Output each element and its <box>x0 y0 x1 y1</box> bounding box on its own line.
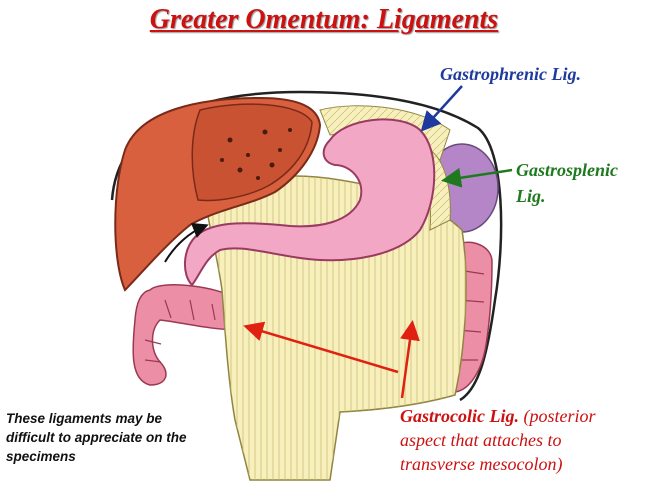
gastrocolic-arrow-up <box>400 320 420 399</box>
gastrocolic-desc-3: transverse mesocolon) <box>400 454 563 474</box>
gastrocolic-name: Gastrocolic Lig. <box>400 406 519 426</box>
gastrophrenic-label: Gastrophrenic Lig. <box>440 64 582 84</box>
specimen-note: These ligaments may be difficult to appr… <box>6 411 187 464</box>
gastrosplenic-label-line2: Lig. <box>516 186 546 206</box>
gastrophrenic-arrow <box>420 85 463 132</box>
liver-lobe-inner <box>191 103 313 202</box>
gastrocolic-arrow-left <box>243 321 399 374</box>
liver-texture <box>220 128 292 180</box>
gastrosplenic-label: Gastrosplenic Lig. <box>516 157 618 209</box>
page-title: Greater Omentum: Ligaments <box>149 4 499 35</box>
flow-arrow <box>164 223 209 263</box>
gastrocolic-desc-1: (posterior <box>523 406 596 426</box>
stomach <box>184 118 436 287</box>
gastrocolic-label-line1: Gastrocolic Lig. (posterior <box>400 404 596 428</box>
gastrocolic-label: Gastrocolic Lig. (posterior aspect that … <box>400 404 596 476</box>
gastrocolic-desc-2: aspect that attaches to <box>400 430 562 450</box>
gastrosplenic-arrow <box>441 167 513 188</box>
gastrosplenic-label-line1: Gastrosplenic <box>516 160 619 180</box>
